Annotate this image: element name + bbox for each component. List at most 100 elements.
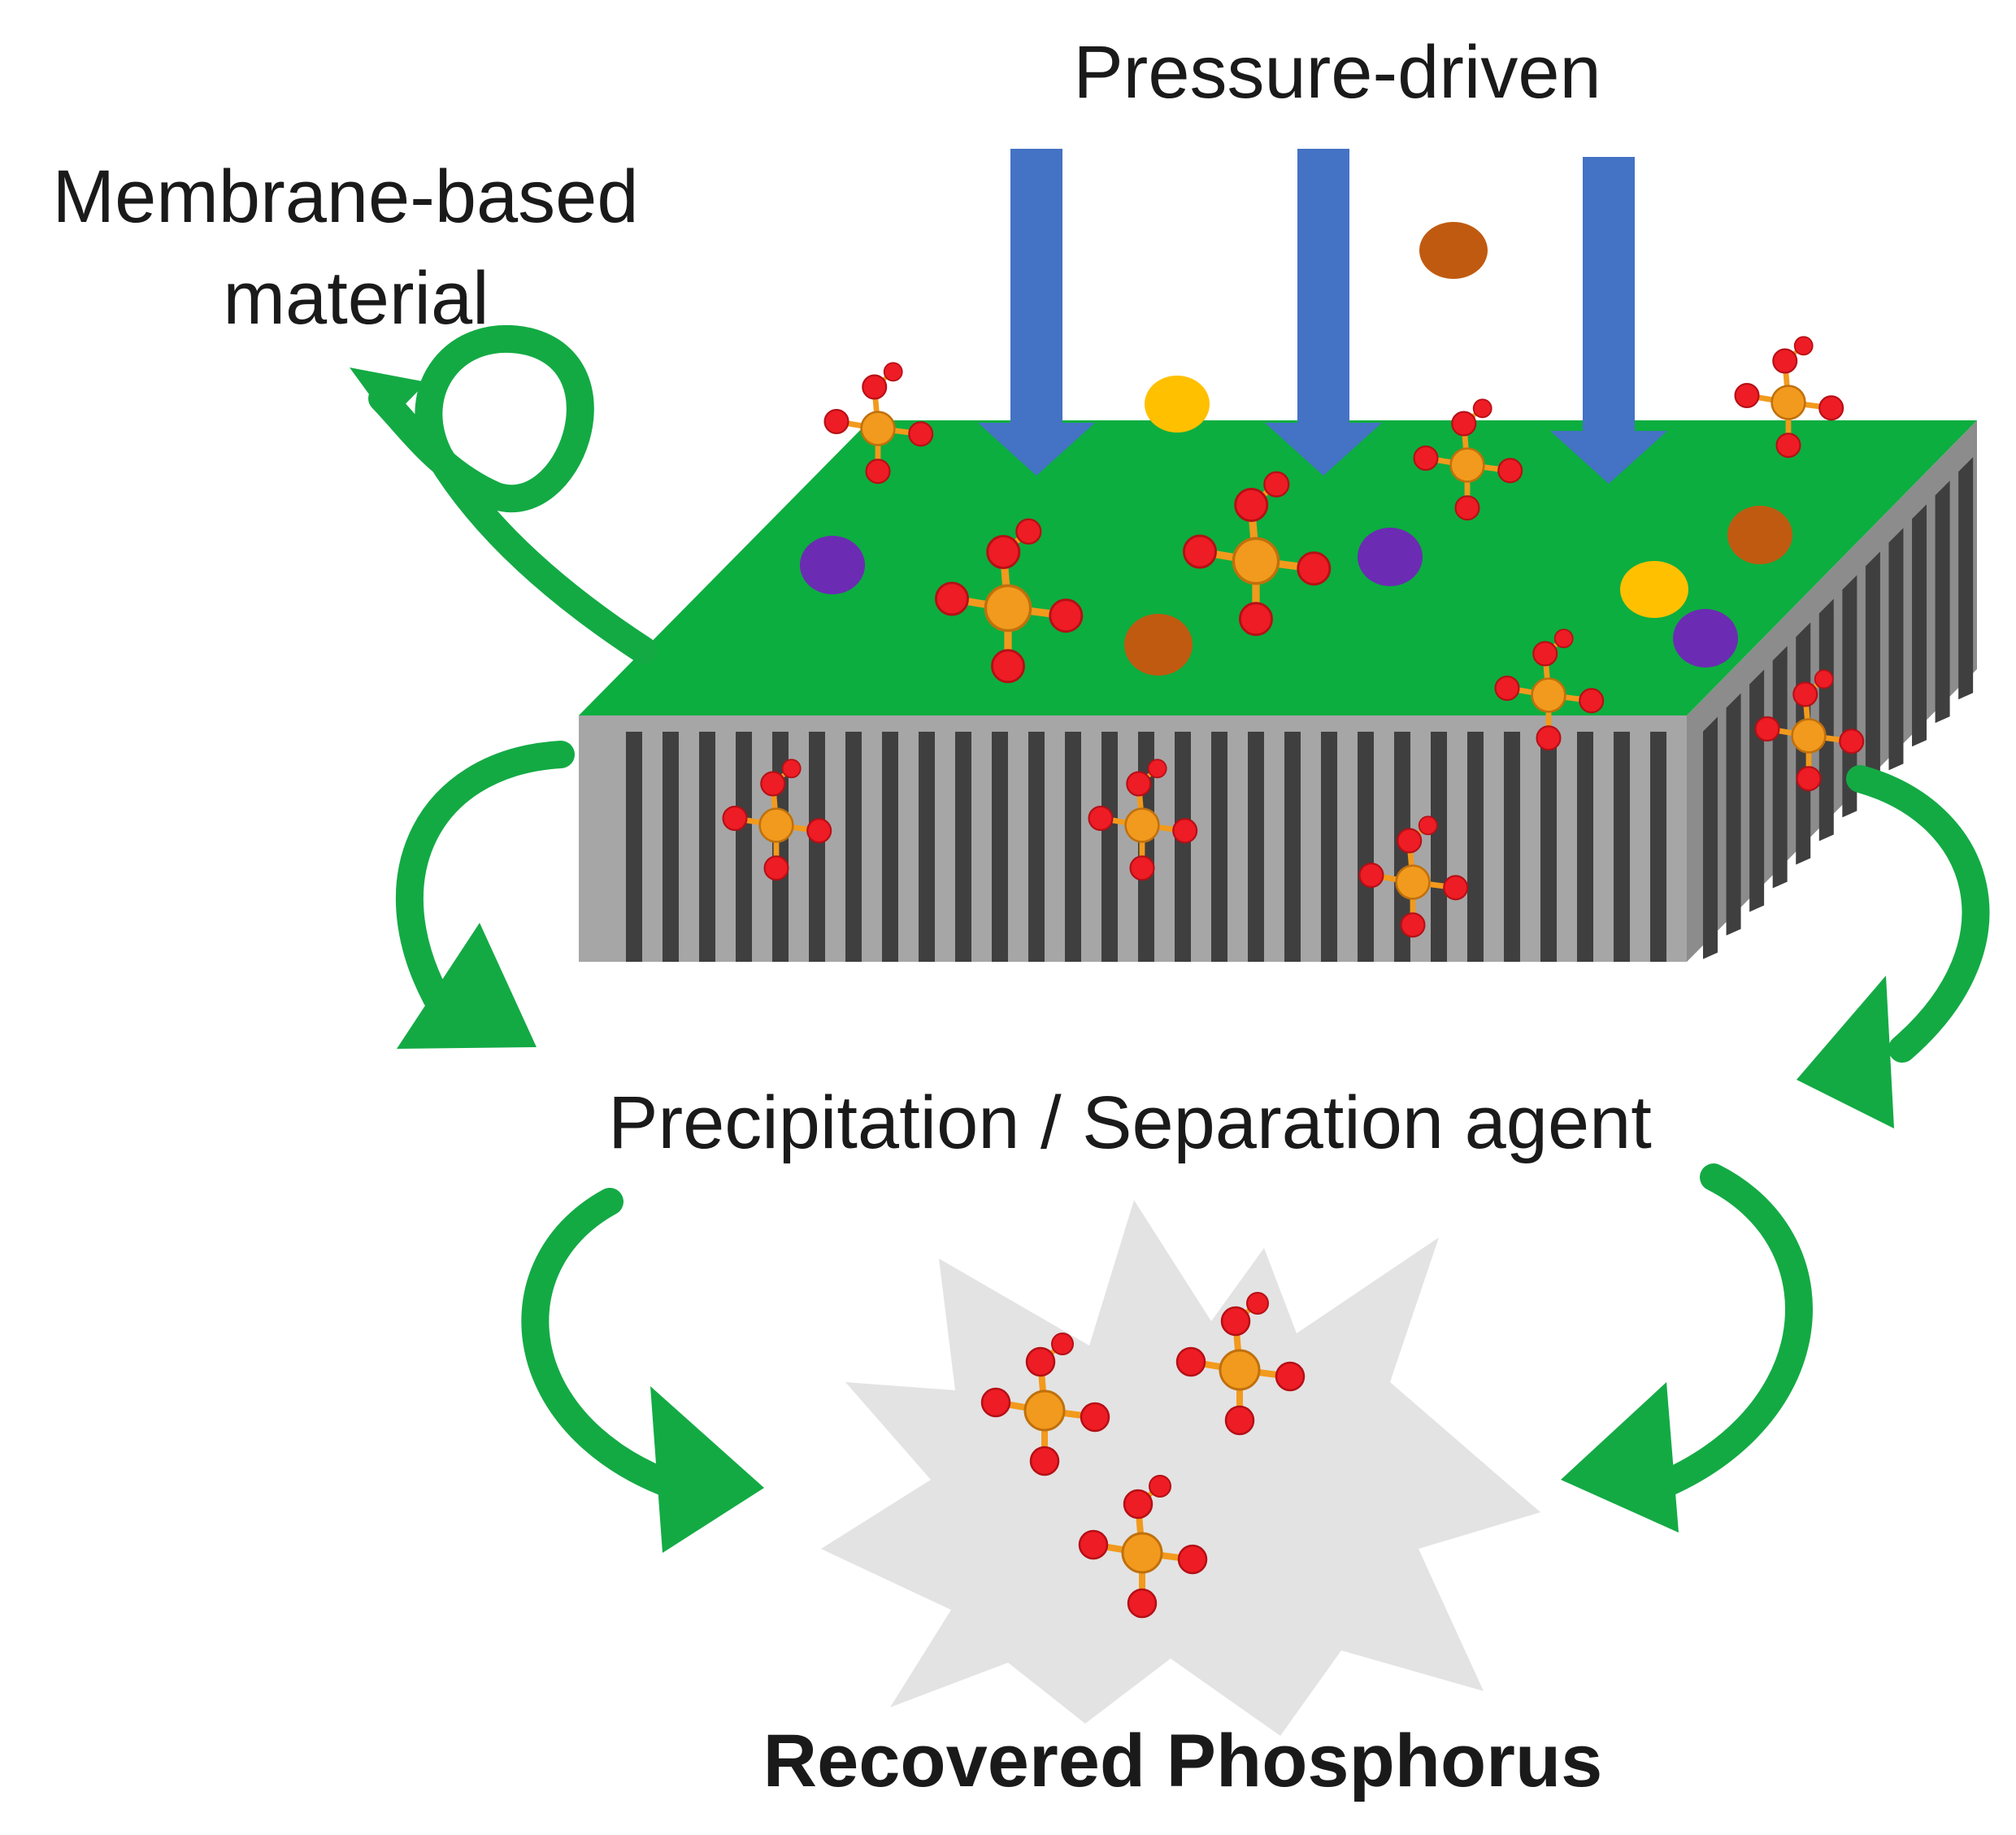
oxygen-atom (1049, 598, 1084, 633)
arrowhead-icon (397, 923, 537, 1049)
oxygen-atom (1088, 805, 1114, 832)
recovered-phosphorus-label: Recovered Phosphorus (763, 1720, 1603, 1802)
oxygen-atom (1397, 828, 1423, 854)
arrowhead-icon (1561, 1382, 1679, 1533)
oxygen-atom (1553, 628, 1574, 649)
pore (1958, 457, 1974, 700)
oxygen-atom (1796, 766, 1822, 792)
oxygen-atom (1839, 728, 1865, 754)
phosphate-molecule-icon (980, 1333, 1110, 1476)
pore (1175, 732, 1191, 962)
pore (1101, 732, 1118, 962)
pore (663, 732, 679, 962)
pore (809, 732, 825, 962)
oxygen-atom (1532, 641, 1558, 667)
pore (1865, 551, 1880, 794)
membrane-label-line2: material (223, 257, 489, 340)
phosphate-molecule-icon (722, 759, 832, 881)
phosphorus-atom (1531, 677, 1566, 713)
oxygen-atom (1147, 759, 1167, 779)
oxygen-atom (1025, 1346, 1056, 1377)
phosphate-molecule-icon (1754, 669, 1865, 792)
oxygen-atom (1418, 815, 1438, 836)
pore (1577, 732, 1593, 962)
pore (1284, 732, 1301, 962)
oxygen-atom (1078, 1529, 1109, 1560)
oxygen-atom (980, 1387, 1011, 1418)
phosphate-molecule-icon (935, 518, 1084, 684)
pore (1504, 732, 1520, 962)
oxygen-atom (806, 818, 832, 844)
oxygen-atom (1775, 433, 1801, 459)
pore (1702, 716, 1718, 959)
down-arrow-icon (978, 149, 1095, 476)
phosphorus-atom (984, 584, 1032, 633)
oxygen-atom (722, 805, 748, 832)
oxygen-atom (1443, 875, 1469, 901)
oxygen-atom (1754, 715, 1780, 742)
particle-purple (800, 536, 865, 594)
pore (1358, 732, 1374, 962)
pore (955, 732, 971, 962)
oxygen-atom (823, 408, 849, 435)
oxygen-atom (1175, 1346, 1206, 1377)
oxygen-atom (1818, 395, 1844, 421)
pore (1321, 732, 1337, 962)
curved-arrow-icon (521, 1188, 721, 1510)
oxygen-atom (1263, 471, 1290, 498)
oxygen-atom (1772, 348, 1798, 374)
oxygen-atom (1127, 1588, 1158, 1619)
particle-purple (1673, 609, 1738, 667)
phosphorus-atom (1232, 537, 1280, 585)
pore (1614, 732, 1630, 962)
starburst-icon (821, 1200, 1540, 1736)
pore (1772, 646, 1788, 889)
arrowhead-icon (650, 1386, 764, 1553)
phosphorus-atom (1121, 1532, 1163, 1574)
pore (1431, 732, 1447, 962)
pressure-arrows (978, 149, 1667, 484)
oxygen-atom (1814, 669, 1834, 689)
pore (1211, 732, 1227, 962)
phosphorus-atom (1395, 864, 1431, 900)
phosphorus-atom (860, 411, 896, 446)
oxygen-atom (1239, 602, 1273, 637)
oxygen-atom (1579, 688, 1605, 714)
oxygen-atom (1029, 1446, 1060, 1476)
oxygen-atom (1126, 771, 1152, 797)
down-arrow-icon (1550, 157, 1667, 484)
pore (1912, 504, 1927, 747)
curved-arrow-icon (1846, 765, 1990, 1063)
oxygen-atom (986, 535, 1021, 569)
arrowhead-icon (350, 367, 427, 421)
curved-arrow-icon (1620, 1163, 1813, 1510)
pore (736, 732, 752, 962)
oxygen-atom (1400, 912, 1426, 938)
pore (1540, 732, 1557, 962)
pore (1467, 732, 1484, 962)
phosphate-molecule-icon (1734, 336, 1844, 459)
oxygen-atom (1472, 398, 1492, 419)
phosphate-molecule-icon (1088, 759, 1198, 881)
pore (1888, 528, 1904, 771)
pore (882, 732, 898, 962)
phosphate-molecule-icon (1175, 1292, 1306, 1436)
phosphorus-atom (1124, 807, 1160, 843)
oxygen-atom (1536, 725, 1562, 751)
oxygen-atom (763, 855, 789, 881)
oxygen-atom (1177, 1544, 1208, 1575)
oxygen-atom (1183, 534, 1217, 569)
oxygen-atom (1080, 1402, 1110, 1433)
flow-arrows (350, 324, 1990, 1553)
pore (992, 732, 1008, 962)
arrowhead-icon (1797, 976, 1894, 1128)
pore (1248, 732, 1264, 962)
oxygen-atom (862, 374, 888, 400)
precipitation-label: Precipitation / Separation agent (608, 1081, 1652, 1164)
pore (845, 732, 862, 962)
phosphorus-atom (758, 807, 794, 843)
pore (1842, 575, 1857, 818)
phosphate-molecules (722, 336, 1865, 1619)
